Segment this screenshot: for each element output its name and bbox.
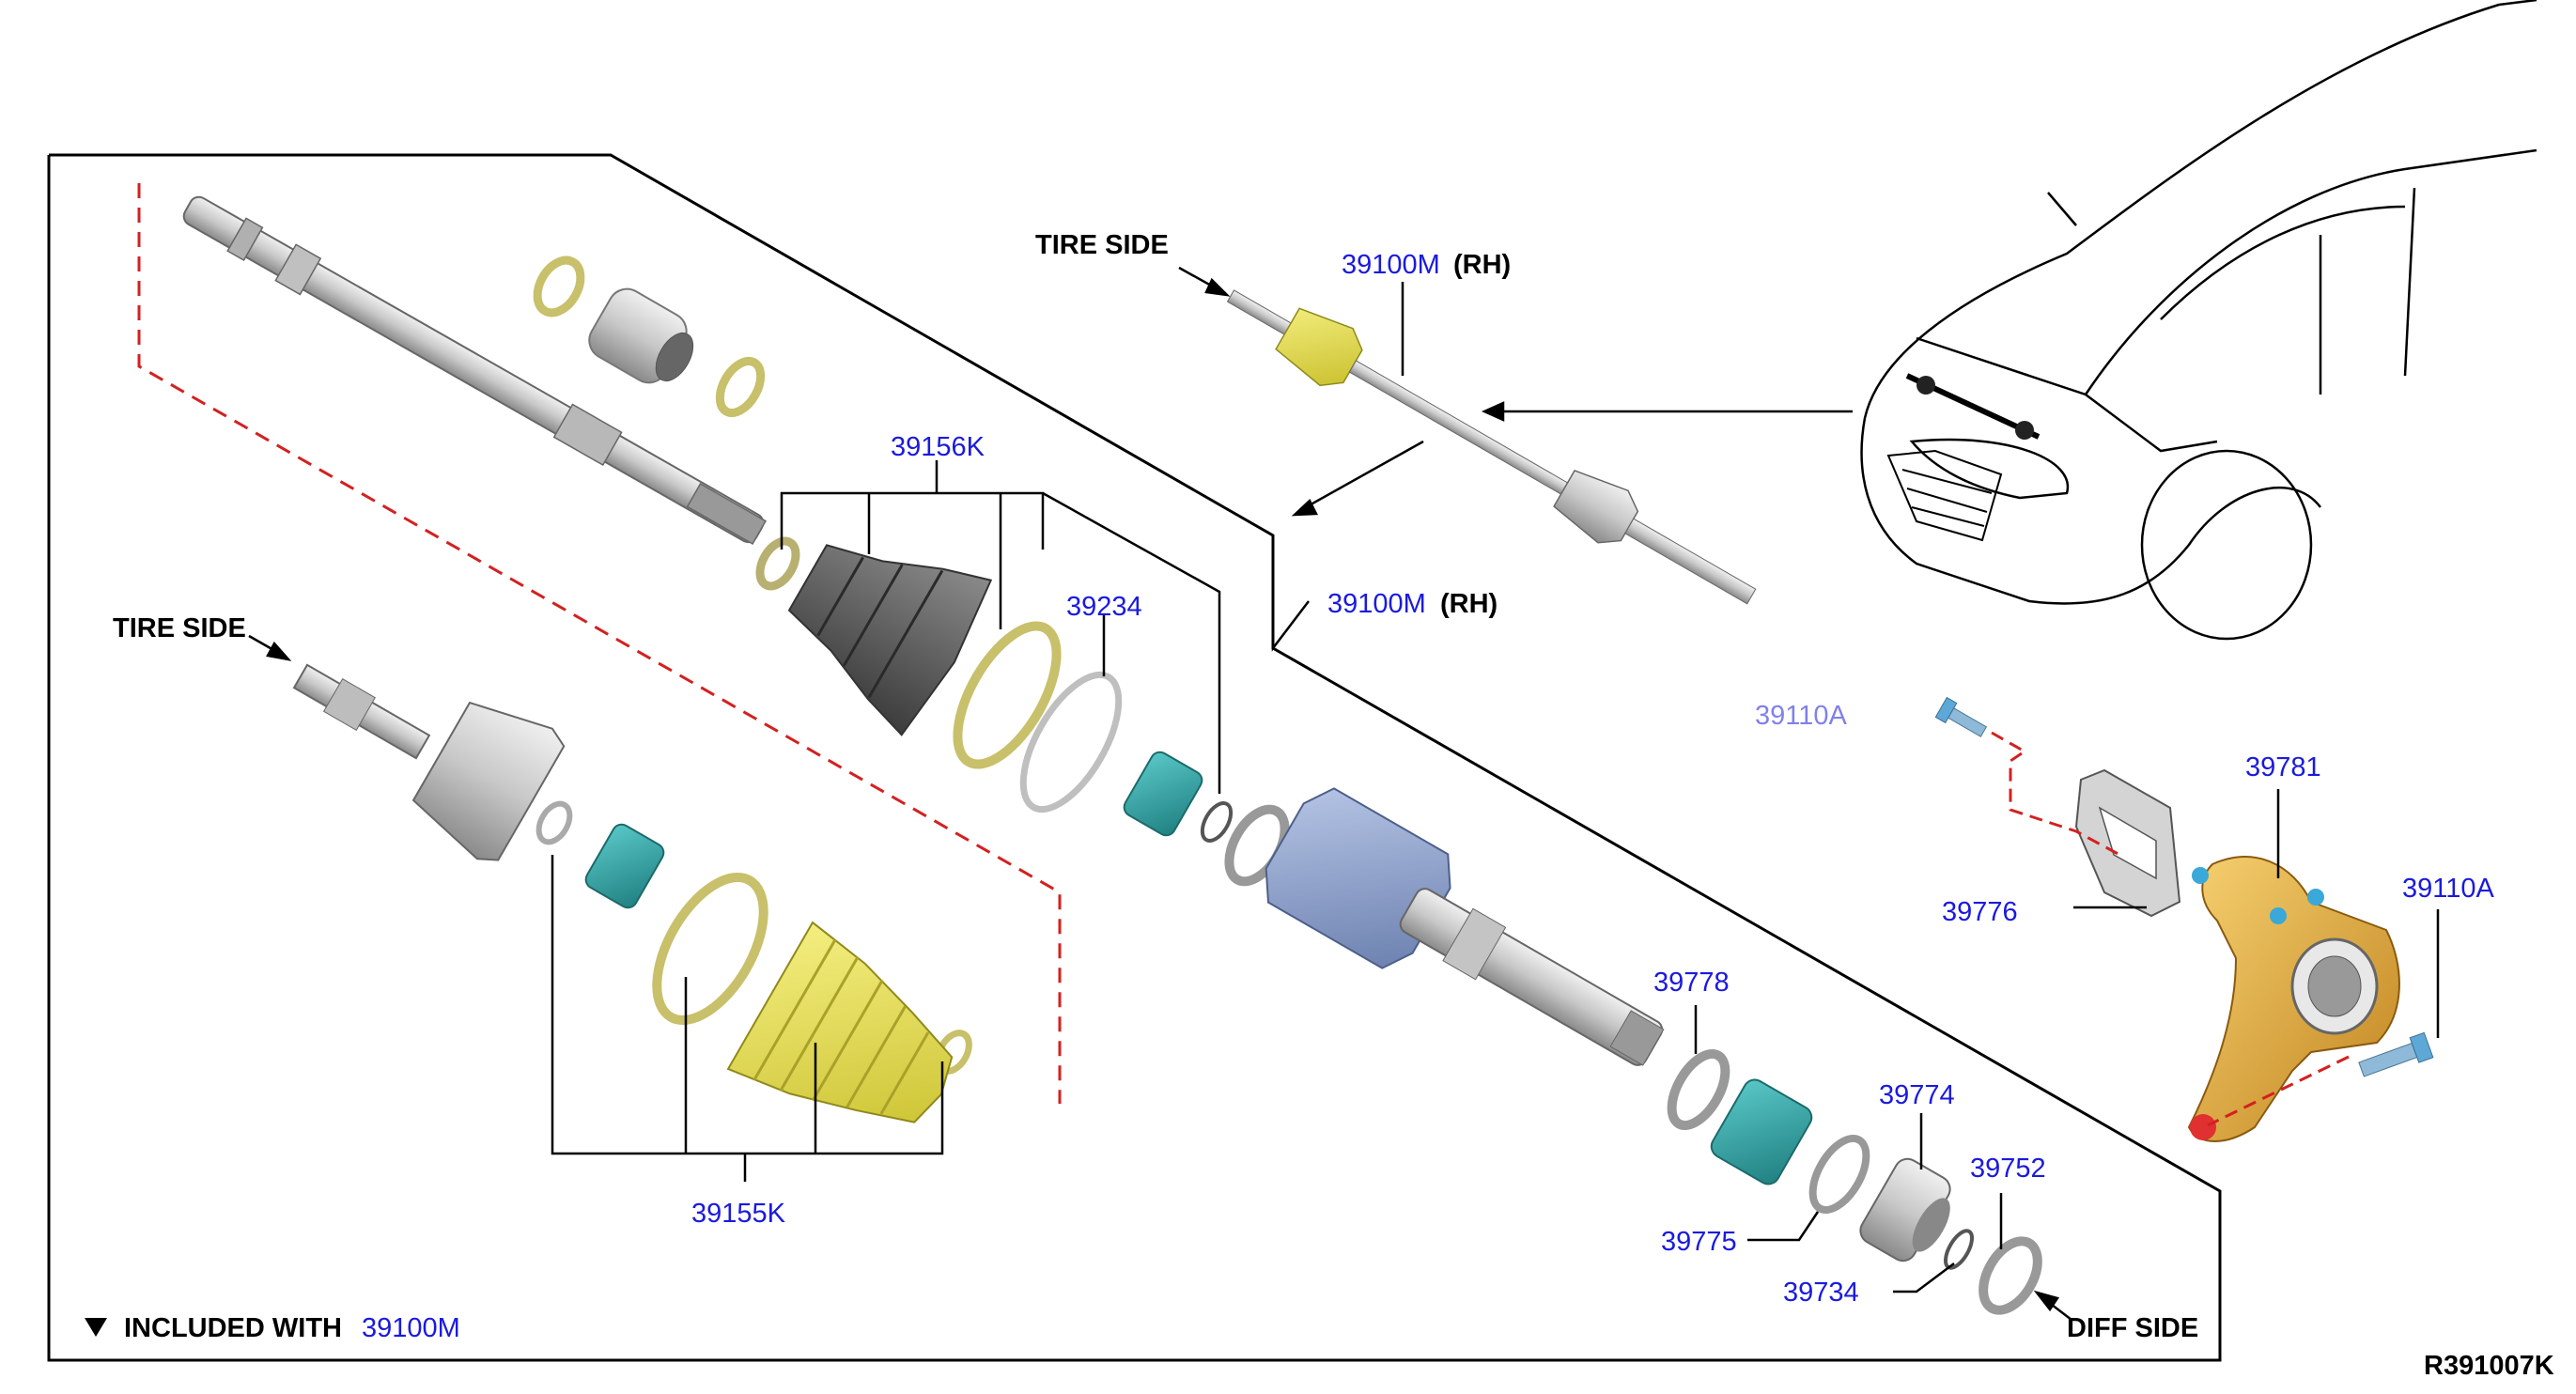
teal-bearing-lower [584,823,665,909]
tire-side-label-upper: TIRE SIDE [1035,230,1169,260]
teal-bearing-upper [1123,751,1203,837]
leader-lines [551,282,2440,1293]
vehicle-outline [1860,0,2537,641]
part-39155k[interactable]: 39155K [691,1199,785,1229]
tire-side-label-lower: TIRE SIDE [113,613,246,643]
small-rings [535,800,2042,1315]
dashed-link-upper [1991,731,2124,859]
part-39776[interactable]: 39776 [1942,897,2018,927]
diagram-code: R391007K [2424,1351,2554,1381]
part-39734[interactable]: 39734 [1783,1278,1859,1308]
part-39100m-mid[interactable]: 39100M [1327,589,1426,619]
clamp-bands [953,621,1123,813]
shaft-assembly-thumbnail [1226,289,1757,605]
outer-cv-joint [292,663,566,861]
inner-housing [1265,787,1665,1066]
legend-part-link[interactable]: 39100M [362,1313,460,1343]
legend-text: INCLUDED WITH [124,1313,342,1343]
damper [533,256,766,417]
car-grille [1886,449,2003,542]
steering-knuckle [2187,856,2400,1142]
part-39774[interactable]: 39774 [1879,1080,1955,1110]
part-39234[interactable]: 39234 [1066,592,1142,622]
direction-arrows [248,266,2072,1321]
part-39110a-partial[interactable]: 39110A [1755,701,1847,731]
bearing-39774 [1859,1157,1951,1262]
part-39752[interactable]: 39752 [1970,1154,2046,1184]
frame-outline [47,153,2222,1362]
part-39781[interactable]: 39781 [2245,752,2321,782]
part-39778[interactable]: 39778 [1653,968,1730,998]
part-39110a[interactable]: 39110A [2402,874,2494,904]
plate-39776 [2074,768,2181,918]
bolt-39110a-upper [1934,696,1988,737]
bolt-39110a-lower [2358,1031,2434,1077]
dashed-group-boundary [137,183,1062,1104]
part-39156k[interactable]: 39156K [891,432,985,462]
inner-boot [755,536,993,736]
dashed-link-lower [2207,1055,2350,1127]
diff-side-label: DIFF SIDE [2067,1313,2199,1343]
part-39100m-top[interactable]: 39100M [1342,250,1440,280]
car-shaft-icon [1905,373,2041,440]
axle-shaft [182,195,768,546]
side-rh-mid: (RH) [1440,589,1498,619]
part-39775[interactable]: 39775 [1661,1227,1737,1257]
outer-boot [726,921,954,1123]
side-rh-top: (RH) [1453,250,1512,280]
teal-bearing-right [1710,1078,1813,1185]
legend-triangle [85,1318,107,1337]
